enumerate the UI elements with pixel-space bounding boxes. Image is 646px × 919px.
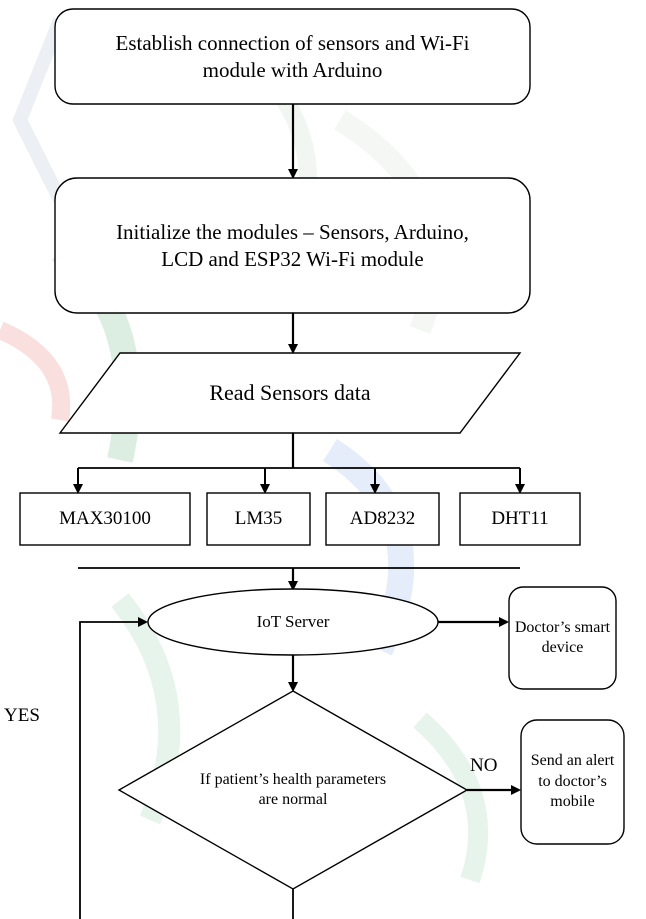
iot-server-text: IoT Server xyxy=(256,612,330,632)
yes-label: YES xyxy=(4,705,40,726)
doctor-device-text: Doctor’s smart device xyxy=(514,619,611,656)
sensor-box-dht11 xyxy=(459,492,581,546)
yes-loop-connector xyxy=(79,617,148,919)
decision-text: If patient’s health parameters are norma… xyxy=(199,771,387,808)
sensor-box-ad8232 xyxy=(325,492,440,546)
sensor-label-ad8232: AD8232 xyxy=(349,508,416,530)
sensor-label-lm35: LM35 xyxy=(234,508,283,530)
doctor-device-box xyxy=(508,586,617,690)
read-data-text: Read Sensors data xyxy=(209,380,371,406)
step2-text: Initialize the modules – Sensors, Arduin… xyxy=(116,220,469,271)
step1-text: Establish connection of sensors and Wi-F… xyxy=(115,31,470,82)
sensor-label-dht11: DHT11 xyxy=(491,508,549,530)
no-label: NO xyxy=(470,755,498,776)
alert-text: Send an alert to doctor’s mobile xyxy=(530,751,615,811)
read-data-parallelogram xyxy=(58,352,522,434)
sensor-box-lm35 xyxy=(206,492,311,546)
sensor-box-max30100 xyxy=(19,492,191,546)
alert-box xyxy=(520,719,625,845)
sensor-label-max30100: MAX30100 xyxy=(59,508,151,530)
